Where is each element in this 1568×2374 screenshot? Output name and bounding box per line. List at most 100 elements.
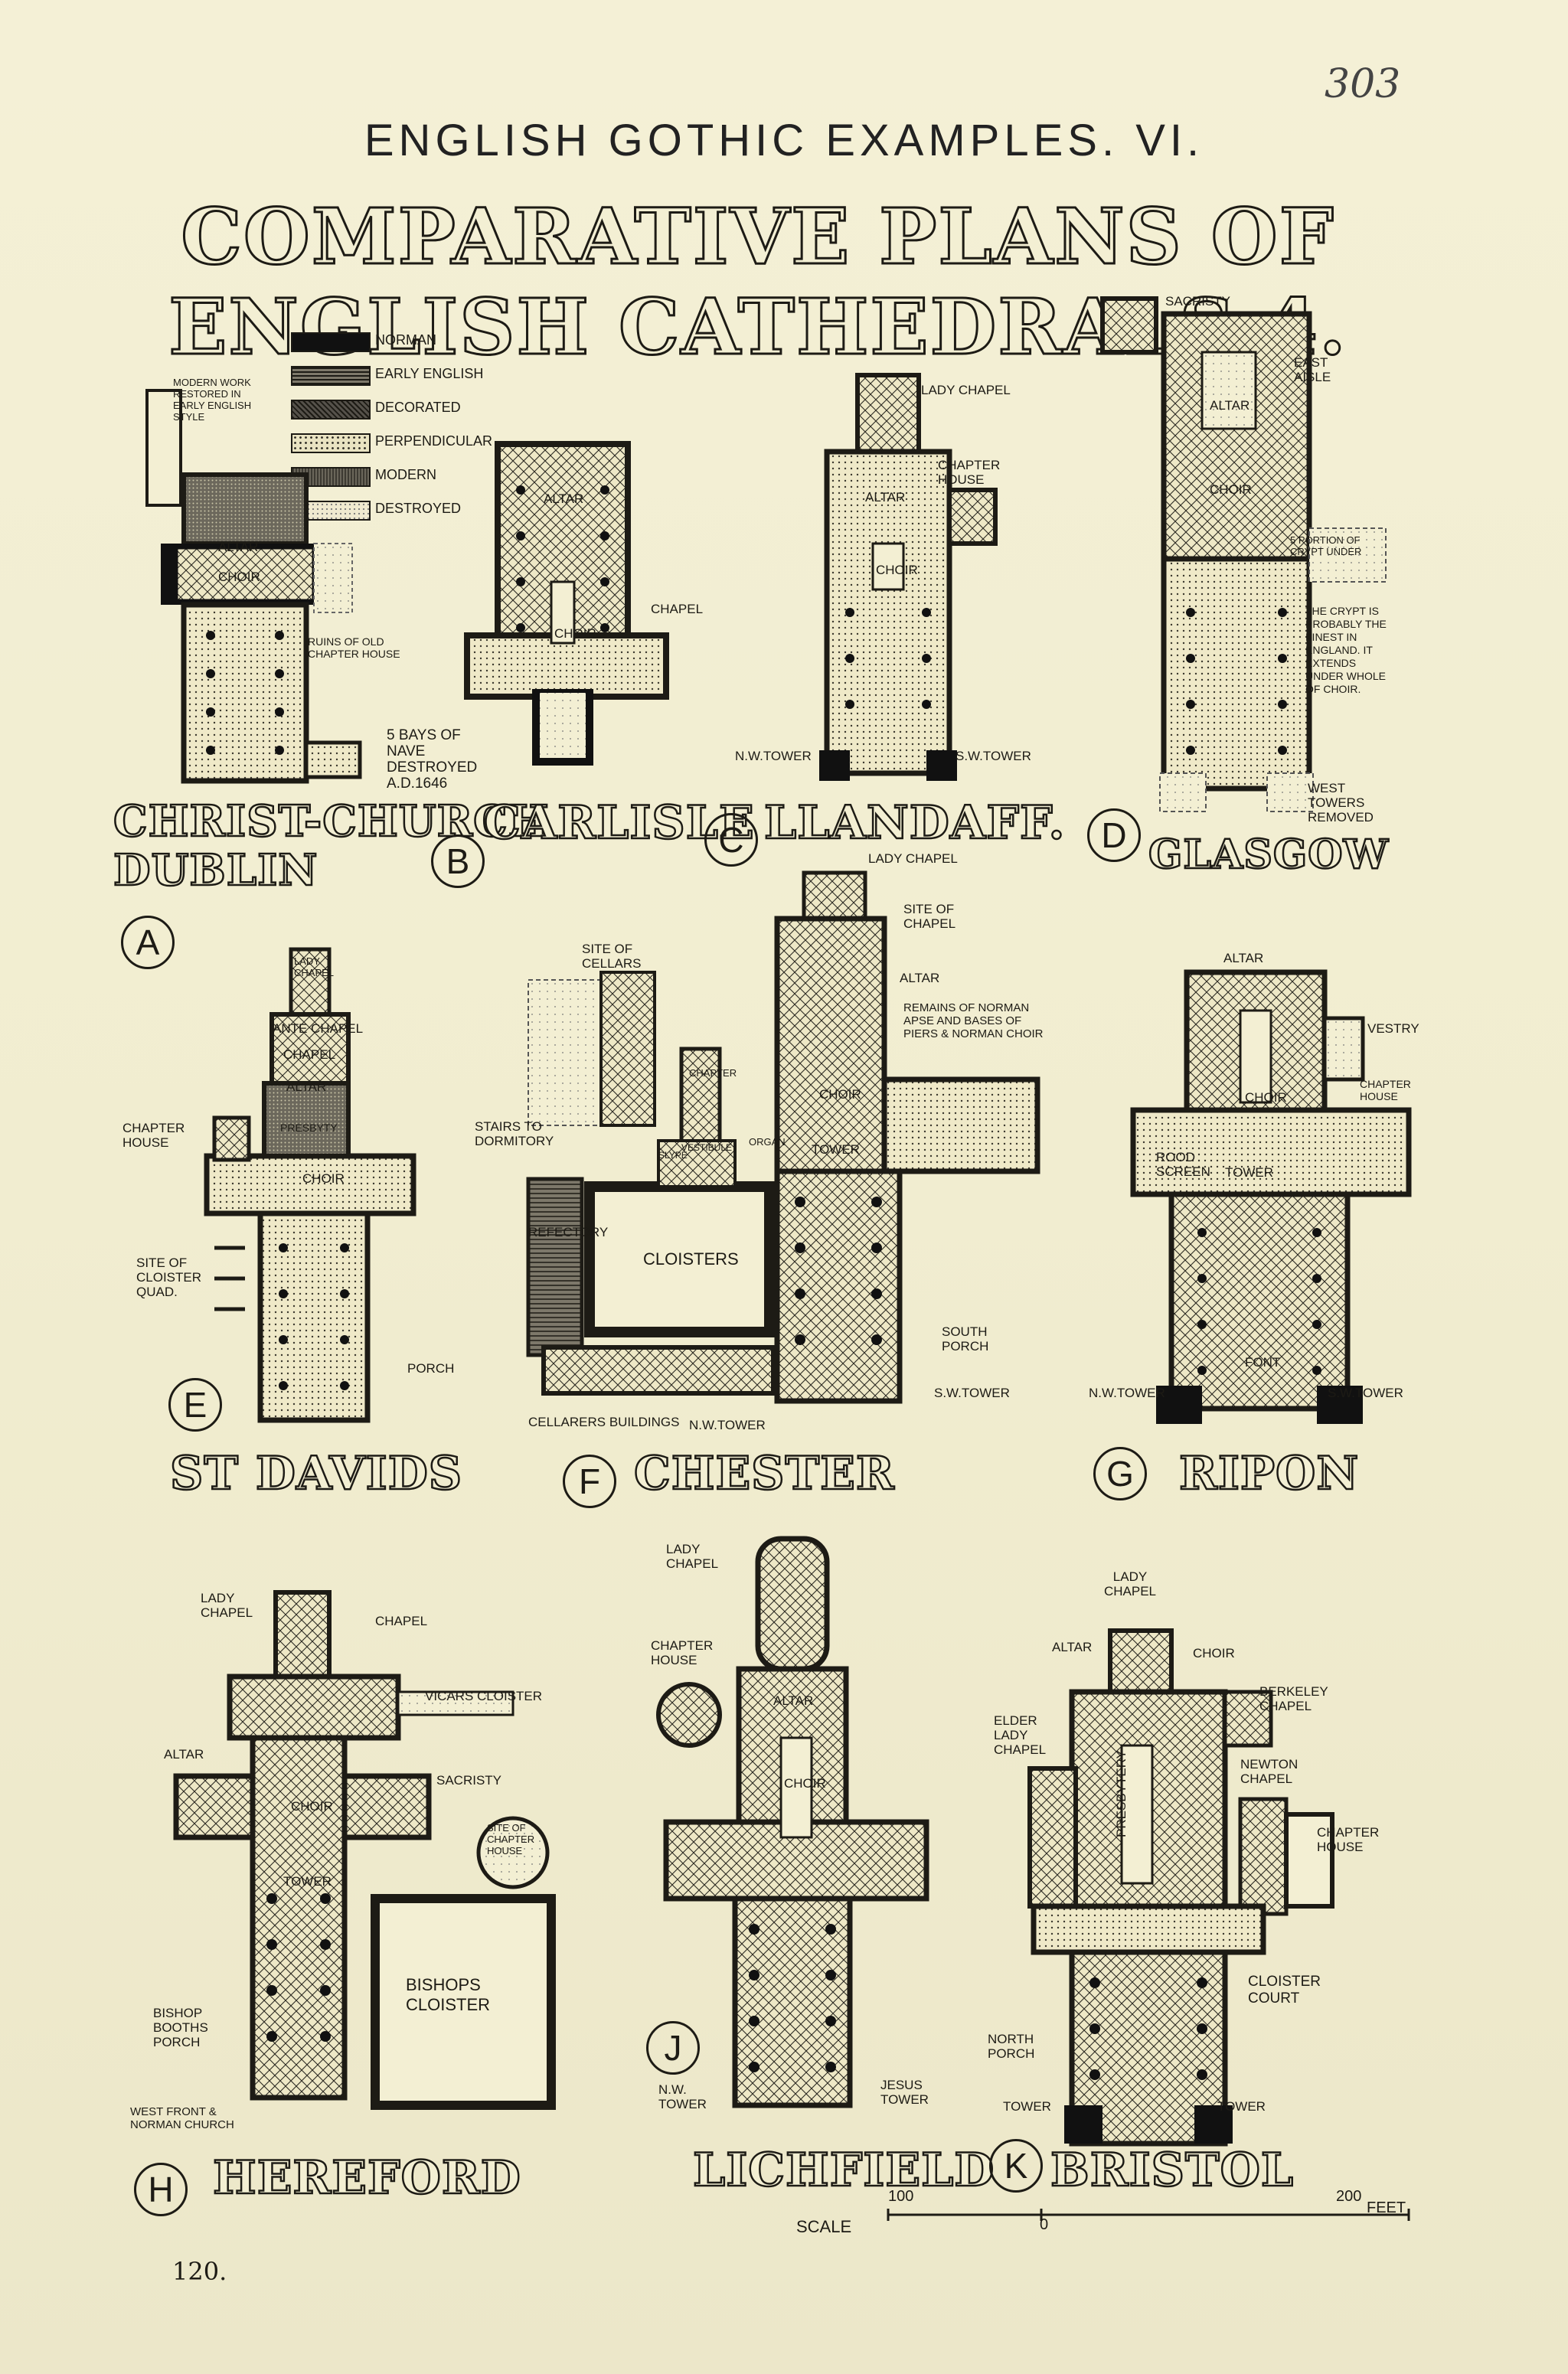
plan-h-note-chapter-house: SITE OF CHAPTER HOUSE [487, 1822, 535, 1856]
plan-d-note-crypt-finest: THE CRYPT IS PROBABLY THE FINEST IN ENGL… [1305, 605, 1387, 695]
plan-h-note-sacristy: SACRISTY [436, 1773, 502, 1788]
plan-c-llandaff: LADY CHAPEL CHAPTER HOUSE ALTAR CHOIR [812, 367, 1026, 796]
plan-g-note-altar: ALTAR [1223, 951, 1264, 965]
plan-k-note-altar: ALTAR [1052, 1640, 1093, 1654]
plan-b-carlisle: ALTAR CHOIR CHAPEL [459, 429, 712, 781]
plan-k-note-berkeley: BERKELEY CHAPEL [1259, 1684, 1328, 1713]
plan-h-note-tower: TOWER [283, 1874, 332, 1889]
legend-label: EARLY ENGLISH [375, 366, 484, 381]
plan-f-note-site-of-cellars: SITE OF CELLARS [582, 942, 642, 971]
plan-a-name-line1: CHRIST-CHURCH [113, 795, 550, 848]
plan-f-note-cloisters: CLOISTERS [643, 1249, 739, 1269]
scale-end: 200 [1336, 2188, 1362, 2205]
plan-a-drawing [145, 389, 362, 784]
plan-k-note-tower-right: TOWER [1217, 2099, 1266, 2114]
plan-k-bristol: LADY CHAPEL ALTAR CHOIR BERKELEY CHAPEL … [988, 1569, 1401, 2151]
plan-k-note-lady-chapel: LADY CHAPEL [1103, 1569, 1157, 1598]
plan-f-note-south-porch: SOUTH PORCH [942, 1324, 989, 1354]
plan-b-note-chapel: CHAPEL [651, 602, 704, 616]
plan-e-name: ST DAVIDS [169, 1446, 463, 1502]
plan-g-note-tower: TOWER [1225, 1165, 1273, 1180]
plan-e-letter: E [168, 1378, 222, 1432]
plan-j-name: LICHFIELD [692, 2143, 995, 2199]
plan-c-drawing [819, 373, 998, 781]
legend-item-early-english: EARLY ENGLISH [291, 364, 612, 386]
plan-d-name: GLASGOW [1148, 831, 1389, 880]
plan-f-note-refectory: REFECTORY [528, 1225, 609, 1239]
plan-k-note-newton: NEWTON CHAPEL [1240, 1757, 1298, 1786]
plan-f-note-vestibule: VESTIBULE [681, 1142, 733, 1153]
legend-label: PERPENDICULAR [375, 433, 493, 449]
plan-f-note-sw-tower: S.W.TOWER [934, 1386, 1010, 1400]
plan-g-ripon: ALTAR VESTRY CHAPTER HOUSE CHOIR ROOD SC… [1089, 949, 1432, 1432]
legend-label: MODERN [375, 467, 436, 482]
plan-f-note-cellarers: CELLARERS BUILDINGS [528, 1415, 680, 1429]
plan-f-note-slype: SLYPE [658, 1150, 688, 1161]
plan-j-lichfield: LADY CHAPEL CHAPTER HOUSE ALTAR CHOIR N.… [651, 1531, 942, 2128]
plan-j-note-choir: CHOIR [784, 1776, 826, 1791]
plan-b-note-choir: CHOIR [554, 626, 596, 641]
plan-e-drawing [204, 947, 416, 1423]
legend-swatch [291, 400, 371, 420]
plan-h-hereford: LADY CHAPEL CHAPEL VICARS CLOISTER ALTAR… [130, 1577, 605, 2159]
plan-j-note-altar: ALTAR [773, 1693, 814, 1708]
plan-d-note-west-towers: WEST TOWERS REMOVED [1308, 781, 1374, 825]
plan-f-note-nw-tower: N.W.TOWER [689, 1418, 766, 1432]
plan-h-note-bishop-booths: BISHOP BOOTHS PORCH [153, 2006, 208, 2049]
plan-k-drawing [1027, 1628, 1334, 2147]
plan-b-note-altar: ALTAR [544, 491, 584, 506]
plan-f-name: CHESTER [633, 1446, 895, 1502]
plan-f-note-lady-chapel: LADY CHAPEL [868, 851, 958, 866]
plan-e-note-porch: PORCH [407, 1361, 455, 1376]
plan-e-note-cloister-quad: SITE OF CLOISTER QUAD. [136, 1256, 202, 1299]
legend-label: DESTROYED [375, 501, 462, 516]
plan-e-note-altar: ALTAR [286, 1079, 327, 1094]
plan-k-name: BRISTOL [1050, 2143, 1295, 2199]
plan-a-name-line2: DUBLIN [113, 844, 318, 897]
plan-e-st-davids: LADY CHAPEL ANTE CHAPEL CHAPEL ALTAR PRE… [122, 942, 454, 1432]
legend-label: NORMAN [375, 332, 436, 348]
plan-g-name: RIPON [1178, 1446, 1360, 1502]
legend-item-decorated: DECORATED [291, 398, 612, 420]
plan-d-letter: D [1087, 808, 1141, 862]
plan-c-note-choir: CHOIR [876, 563, 918, 577]
plan-k-note-north-porch: NORTH PORCH [988, 2032, 1035, 2061]
scale-label: SCALE [796, 2217, 852, 2236]
plan-c-note-lady-chapel: LADY CHAPEL [921, 383, 1011, 397]
plan-g-note-sw-tower: S.W.TOWER [1328, 1386, 1403, 1400]
legend-swatch [291, 332, 371, 352]
plan-h-name: HEREFORD [212, 2150, 521, 2206]
plan-h-note-bishops-cloister: BISHOPS CLOISTER [406, 1975, 491, 2014]
plan-e-note-chapel: CHAPEL [283, 1047, 336, 1062]
plan-d-note-altar: ALTAR [1210, 398, 1250, 413]
plan-g-letter: G [1093, 1447, 1147, 1500]
page-number: 120. [172, 2257, 227, 2286]
plan-e-note-choir: CHOIR [302, 1171, 345, 1186]
plan-d-note-east-aisle: EAST AISLE [1294, 355, 1331, 384]
plan-d-note-choir: CHOIR [1210, 482, 1252, 497]
plan-h-note-vicars-cloister: VICARS CLOISTER [425, 1689, 543, 1703]
legend-item-norman: NORMAN [291, 331, 612, 352]
handwritten-page-number: 303 [1325, 61, 1401, 107]
plan-c-letter: C [704, 813, 758, 867]
plan-g-note-chapter-house: CHAPTER HOUSE [1360, 1078, 1411, 1102]
plan-a-christ-church-dublin: MODERN WORK RESTORED IN EARLY ENGLISH ST… [138, 377, 413, 796]
scale-unit: FEET [1367, 2199, 1406, 2216]
plan-h-drawing [173, 1590, 556, 2110]
plan-d-note-crypt-portion: 5 PORTION OF CRYPT UNDER [1290, 534, 1362, 557]
plan-j-drawing [656, 1536, 929, 2108]
plan-k-note-choir: CHOIR [1193, 1646, 1235, 1660]
plan-g-note-font: FONT [1245, 1355, 1281, 1370]
plan-c-note-altar: ALTAR [865, 490, 906, 505]
legend-item-perpendicular: PERPENDICULAR [291, 432, 612, 453]
plan-j-letter: J [646, 2021, 700, 2075]
plan-k-note-elder-lady: ELDER LADY CHAPEL [994, 1713, 1047, 1757]
plan-f-note-stairs: STAIRS TO DORMITORY [475, 1119, 554, 1148]
plan-h-note-chapel: CHAPEL [375, 1614, 428, 1628]
plan-g-note-nw-tower: N.W.TOWER [1089, 1386, 1165, 1400]
plan-e-note-ante-chapel: ANTE CHAPEL [273, 1021, 364, 1036]
plan-h-letter: H [134, 2163, 188, 2216]
plan-f-note-choir: CHOIR [819, 1087, 861, 1102]
plan-f-drawing [526, 870, 1040, 1404]
legend-swatch [291, 366, 371, 386]
